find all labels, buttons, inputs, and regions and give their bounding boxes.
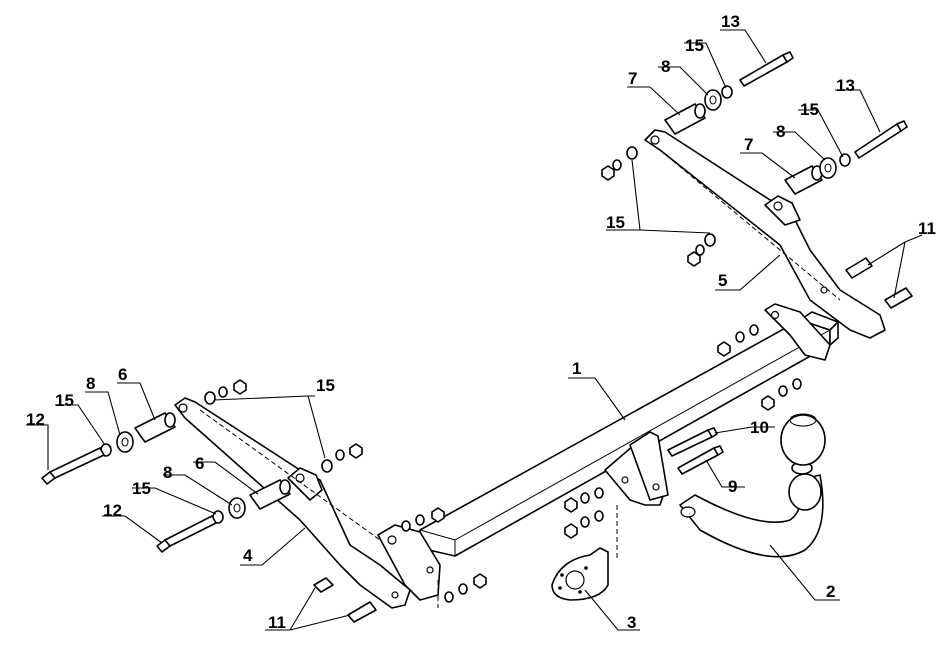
callout-12b: 12: [103, 501, 122, 520]
callout-8c: 8: [661, 57, 670, 76]
spacer-tubes: [134, 103, 823, 510]
callout-3: 3: [627, 613, 636, 632]
callout-labels: 1 2 3 4 5 6 6 7 7 8 8 8 8 9 10 11 11 12 …: [26, 12, 936, 632]
callout-13a: 13: [721, 12, 740, 31]
callout-8a: 8: [86, 374, 95, 393]
callout-6b: 6: [195, 454, 204, 473]
callout-7b: 7: [744, 135, 753, 154]
callout-15a: 15: [55, 391, 74, 410]
callout-15f: 15: [606, 213, 625, 232]
callout-13b: 13: [836, 76, 855, 95]
socket-plate-part-3: [551, 547, 609, 601]
towball-part-2: [679, 413, 826, 558]
callout-8b: 8: [163, 463, 172, 482]
callout-5: 5: [718, 271, 727, 290]
crossbeam-part-1: [377, 303, 839, 608]
callout-11a: 11: [268, 613, 286, 632]
nuts: [218, 159, 802, 603]
callout-15d: 15: [800, 100, 819, 119]
callout-7a: 7: [628, 69, 637, 88]
callout-4: 4: [243, 546, 253, 565]
left-side-arm-part-4: [174, 397, 411, 609]
bolts: [41, 51, 913, 623]
callout-9: 9: [728, 477, 737, 496]
callout-11b: 11: [918, 219, 936, 238]
callout-15c: 15: [685, 36, 704, 55]
right-side-arm-part-5: [644, 129, 886, 339]
callout-6a: 6: [118, 365, 127, 384]
callout-10: 10: [750, 418, 769, 437]
callout-2: 2: [826, 582, 835, 601]
leader-lines: [26, 29, 923, 631]
callout-15b: 15: [132, 479, 151, 498]
washers: [100, 85, 851, 524]
callout-15e: 15: [316, 376, 335, 395]
callout-1: 1: [572, 359, 581, 378]
callout-8d: 8: [776, 122, 785, 141]
callout-12a: 12: [26, 410, 45, 429]
